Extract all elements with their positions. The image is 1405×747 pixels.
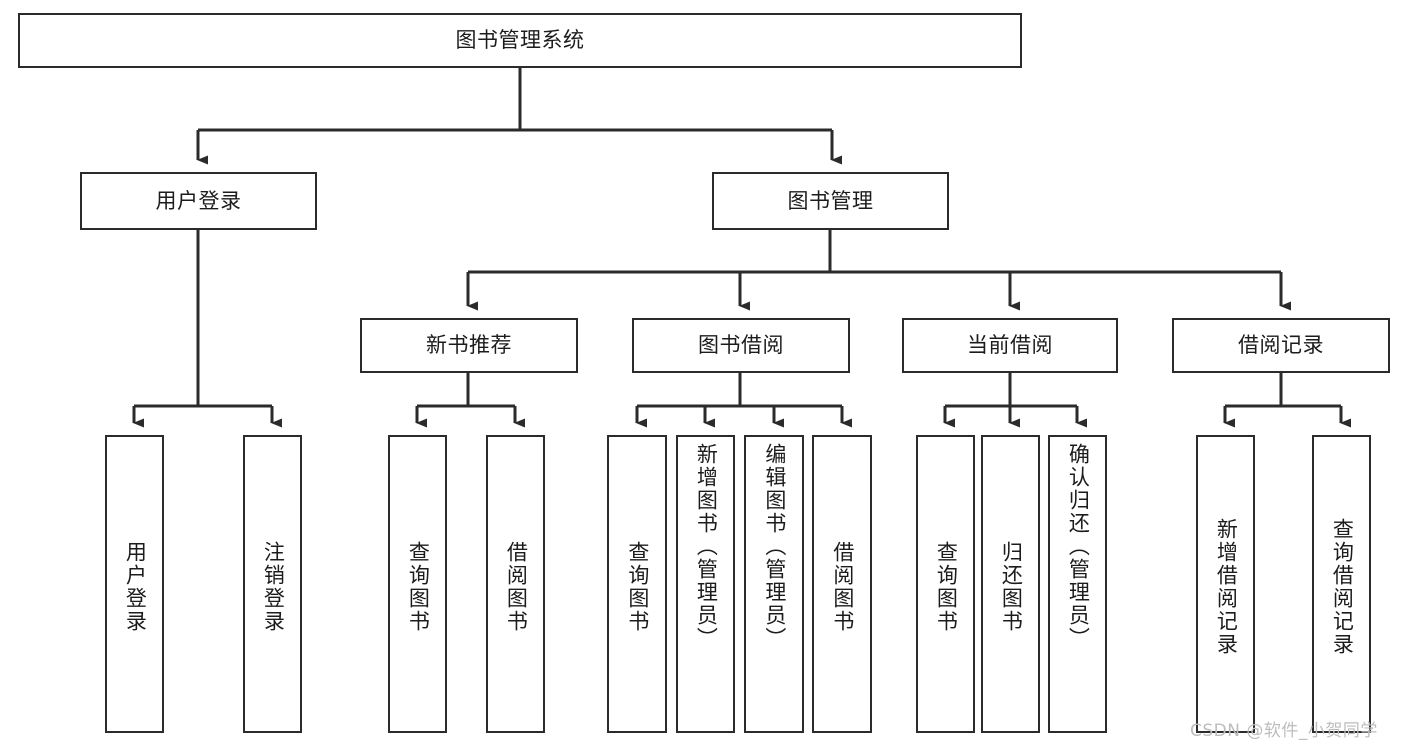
node-root-label: 图书管理系统 (455, 28, 585, 53)
node-leaf-add-book-label: 新增图书（管理员） (694, 443, 719, 650)
node-leaf-query-book-2-label: 查询图书 (625, 541, 650, 633)
node-leaf-query-book-1-label: 查询图书 (406, 541, 431, 633)
node-leaf-user-login-label: 用户登录 (123, 541, 148, 633)
node-leaf-query-book-3-label: 查询图书 (934, 541, 959, 633)
node-leaf-edit-book-label: 编辑图书（管理员） (762, 443, 787, 650)
node-leaf-query-borrow-record[interactable]: 查询借阅记录 (1312, 435, 1371, 733)
node-leaf-query-book-2[interactable]: 查询图书 (607, 435, 667, 733)
node-leaf-return-book[interactable]: 归还图书 (981, 435, 1040, 733)
node-leaf-add-book[interactable]: 新增图书（管理员） (676, 435, 735, 733)
node-book-borrow-label: 图书借阅 (698, 333, 784, 358)
node-leaf-add-borrow-record-label: 新增借阅记录 (1214, 518, 1239, 656)
node-book-borrow[interactable]: 图书借阅 (632, 318, 850, 373)
node-leaf-user-logout[interactable]: 注销登录 (243, 435, 302, 733)
node-book-management[interactable]: 图书管理 (712, 172, 949, 230)
node-current-borrow-label: 当前借阅 (967, 333, 1053, 358)
node-book-management-label: 图书管理 (787, 188, 874, 213)
node-leaf-confirm-return[interactable]: 确认归还（管理员） (1048, 435, 1107, 733)
node-borrow-records-label: 借阅记录 (1238, 333, 1324, 358)
node-leaf-user-logout-label: 注销登录 (261, 541, 286, 633)
node-new-book-recommend-label: 新书推荐 (426, 333, 512, 358)
node-leaf-confirm-return-label: 确认归还（管理员） (1066, 443, 1091, 650)
node-leaf-borrow-book-2[interactable]: 借阅图书 (812, 435, 872, 733)
node-new-book-recommend[interactable]: 新书推荐 (360, 318, 578, 373)
node-leaf-borrow-book-1-label: 借阅图书 (504, 541, 529, 633)
node-leaf-query-book-1[interactable]: 查询图书 (388, 435, 447, 733)
node-current-borrow[interactable]: 当前借阅 (902, 318, 1118, 373)
node-leaf-borrow-book-2-label: 借阅图书 (830, 541, 855, 633)
node-leaf-return-book-label: 归还图书 (999, 541, 1024, 633)
node-leaf-add-borrow-record[interactable]: 新增借阅记录 (1196, 435, 1255, 733)
node-borrow-records[interactable]: 借阅记录 (1172, 318, 1390, 373)
node-leaf-edit-book[interactable]: 编辑图书（管理员） (744, 435, 804, 733)
node-leaf-borrow-book-1[interactable]: 借阅图书 (486, 435, 545, 733)
csdn-watermark: CSDN @软件_小贺同学 (1190, 721, 1378, 741)
node-user-login[interactable]: 用户登录 (80, 172, 317, 230)
node-root[interactable]: 图书管理系统 (18, 13, 1022, 68)
node-leaf-query-book-3[interactable]: 查询图书 (916, 435, 975, 733)
node-user-login-label: 用户登录 (155, 188, 242, 213)
node-leaf-query-borrow-record-label: 查询借阅记录 (1330, 518, 1355, 656)
node-leaf-user-login[interactable]: 用户登录 (105, 435, 164, 733)
